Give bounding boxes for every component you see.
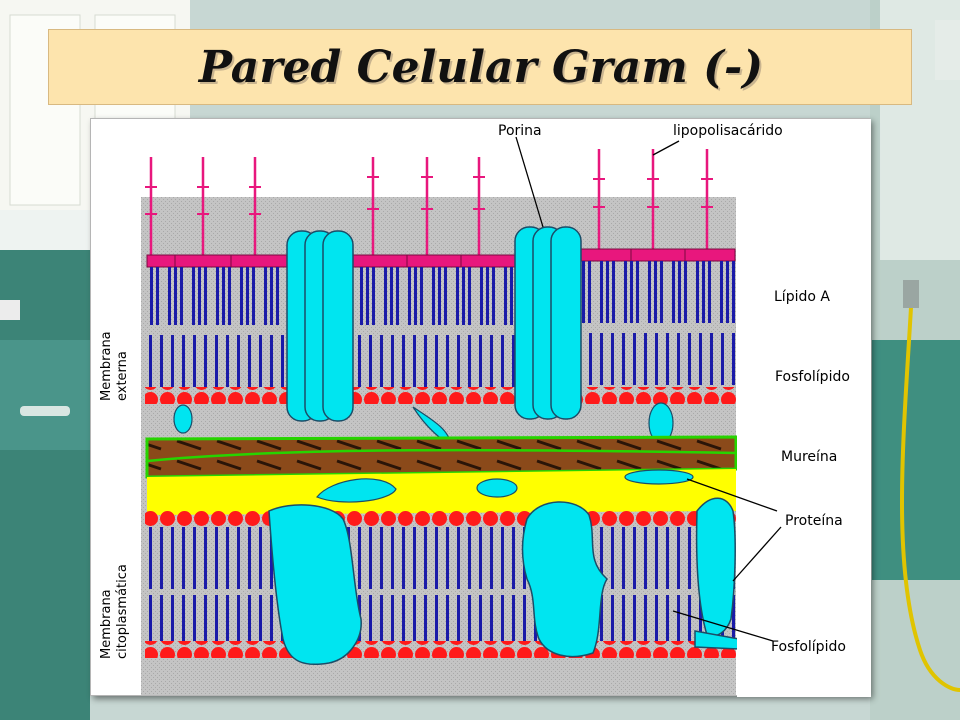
porin-right [514,226,582,420]
leader-lines [515,136,782,642]
label-lipido-a: Lípido A [774,289,830,305]
side-label-inner-1: Membrana [99,589,114,659]
diagram-labels: Porina lipopolisacárido Lípido A Fosfolí… [498,123,850,655]
periplasm-proteins [316,469,694,503]
label-mureina: Mureína [781,449,837,465]
label-lipopolisacarido: lipopolisacárido [673,123,783,139]
inner-tails-top [147,527,736,589]
inner-heads-top [145,509,736,526]
title-banner: Pared Celular Gram (-) [48,29,912,105]
label-fosfolipido-outer: Fosfolípido [775,369,850,385]
lipid-a-tails-1 [147,267,287,325]
lipid-a-tails-3 [577,261,735,323]
side-label-outer-1: Membrana [99,331,114,401]
lps-chains [145,149,713,257]
side-label-inner-2: citoplasmática [115,564,130,659]
lipid-a-tails-2 [349,267,519,325]
label-column [737,119,871,697]
label-fosfolipido-inner: Fosfolípido [771,639,846,655]
label-porina: Porina [498,123,542,139]
outer-phospholipid-heads [145,387,736,404]
inner-heads-bottom [145,641,736,658]
outer-phospholipid-tails-2 [349,335,519,387]
integral-proteins [268,497,740,666]
side-label-outer-2: externa [115,351,130,401]
outer-phospholipid-tails [147,335,287,387]
side-labels: Membrana externa Membrana citoplasmática [99,331,130,659]
porin-left [286,230,354,422]
inner-tails-bottom [147,595,736,641]
outer-phospholipid-tails-3 [577,333,735,385]
diagram-canvas: Porina lipopolisacárido Lípido A Fosfolí… [99,119,871,697]
cell-wall-diagram: Porina lipopolisacárido Lípido A Fosfolí… [90,118,871,697]
slide-title: Pared Celular Gram (-) [198,42,764,93]
periplasm [147,469,736,515]
label-proteina: Proteína [785,513,843,529]
